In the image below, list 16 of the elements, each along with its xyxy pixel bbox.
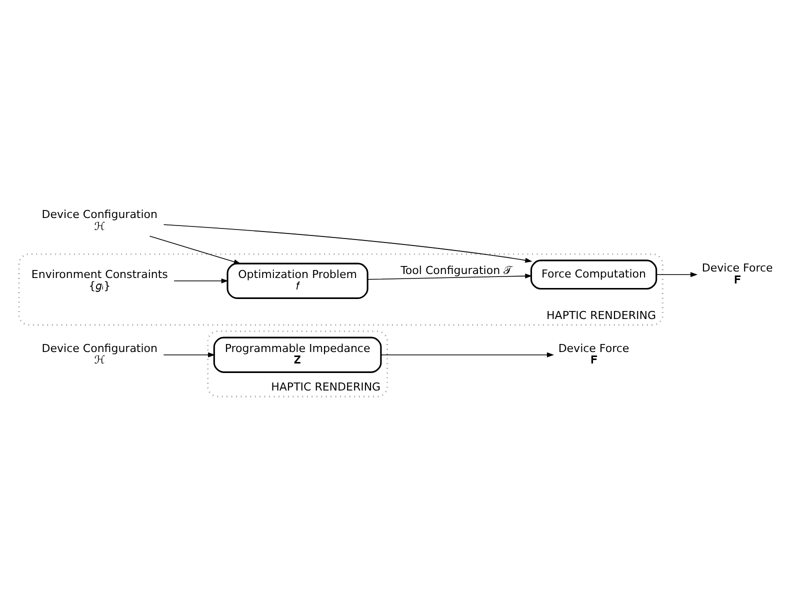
node-text: Device Force 𝐅 [702, 262, 773, 286]
arrow [149, 236, 241, 264]
node-text: Device Force 𝐅 [558, 342, 630, 367]
arrow [163, 352, 216, 358]
node-text: Device Configuration ℋ [42, 342, 158, 367]
arrow [367, 274, 532, 280]
node-box: Programmable Impedance 𝐙 [213, 336, 382, 373]
arrow [380, 352, 554, 358]
arrow [163, 224, 532, 263]
node-text: Device Configuration ℋ [42, 208, 158, 233]
arrow [174, 278, 228, 284]
node-box: Optimization Problem 𝑓 [226, 262, 368, 299]
node-text: Environment Constraints {𝑔ᵢ} [31, 268, 168, 293]
edge-label: Tool Configuration 𝒯 [400, 264, 512, 277]
arrow [656, 272, 698, 278]
node-box: Force Computation [530, 260, 658, 290]
